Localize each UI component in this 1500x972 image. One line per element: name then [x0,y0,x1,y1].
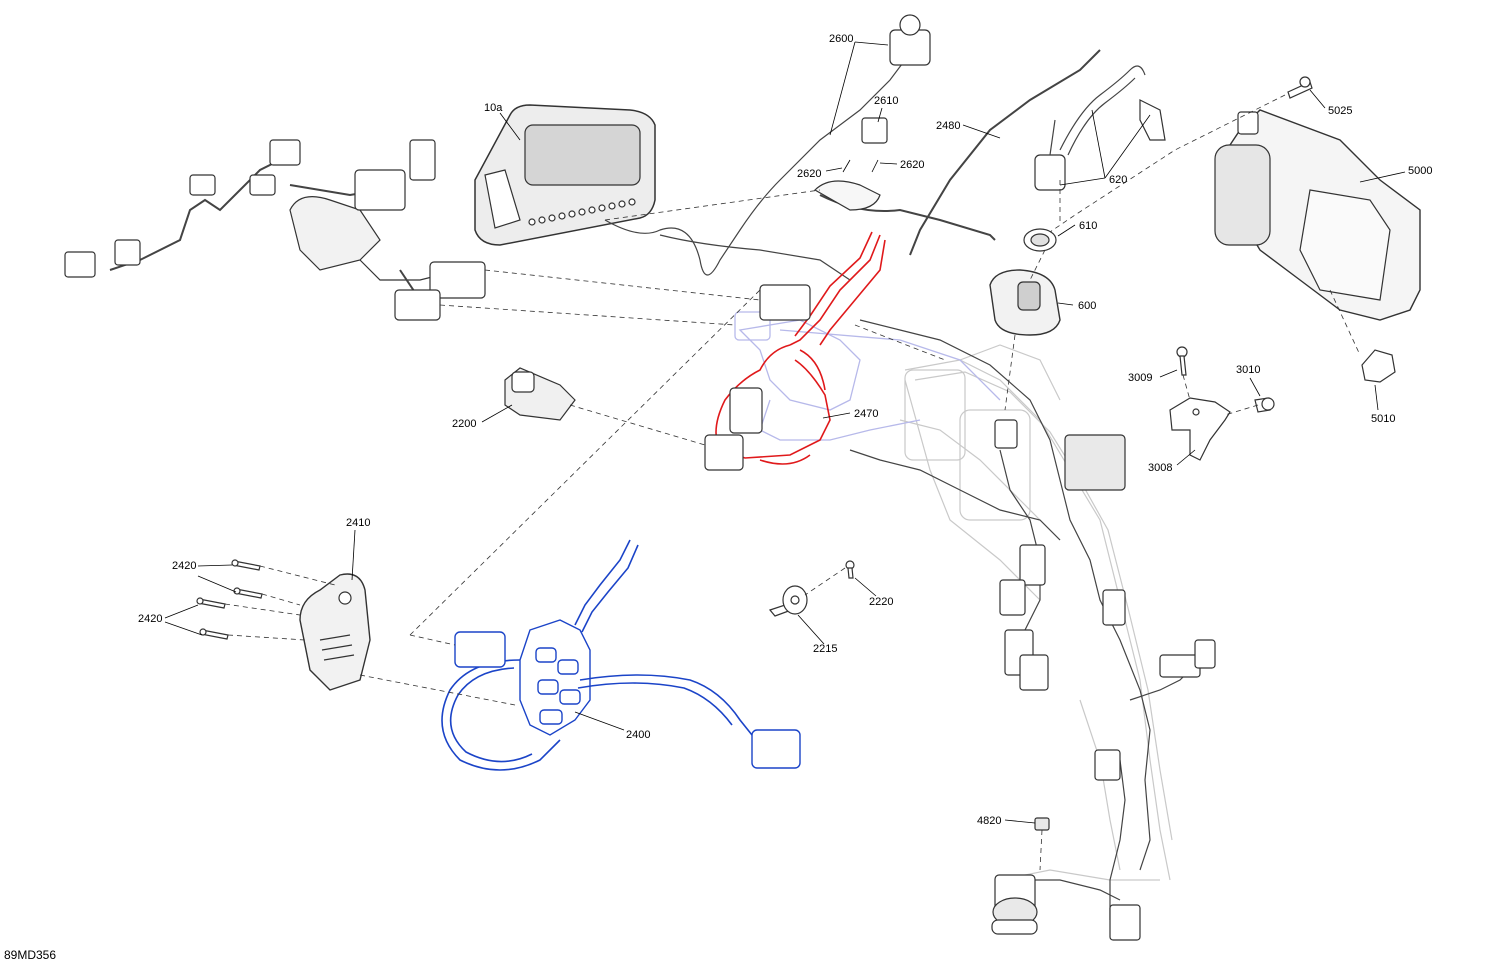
switch-button [535,647,557,663]
cluster-harness-connector [249,174,276,196]
callout-4820: 4820 [977,815,1001,827]
callout-2420-top: 2420 [172,560,196,572]
callout-5025: 5025 [1328,105,1352,117]
harness-connector [1194,639,1216,669]
bolt-3010 [1254,397,1275,413]
callout-2620-right: 2620 [900,159,924,171]
callout-2400: 2400 [626,729,650,741]
instrument-cluster [474,104,656,246]
switch-connector [751,729,801,769]
callout-2200: 2200 [452,418,476,430]
cap-5010 [1361,349,1396,383]
cluster-harness-connector [189,174,216,196]
callout-2410: 2410 [346,517,370,529]
coiled-cable-620 [1034,65,1166,191]
harness-connector [1159,654,1201,678]
connector-2470 [759,284,811,321]
harness-connector [1094,749,1121,781]
relay-bracket [991,919,1038,935]
harness-2470 [704,231,886,471]
cluster-harness-connector [269,139,301,166]
bolt-3009 [1176,346,1188,376]
callout-2470: 2470 [854,408,878,420]
ring-610 [1023,228,1057,252]
connector-2470 [729,387,763,434]
cable-2480 [814,49,1101,256]
cluster-buttons [528,198,636,226]
callout-2480: 2480 [936,120,960,132]
cluster-harness-connector [114,239,141,266]
callout-2610: 2610 [874,95,898,107]
callout-3008: 3008 [1148,462,1172,474]
switch-2400 [441,539,801,771]
callout-labels: 10a 2600 2610 2620 2620 2480 620 610 600… [138,33,1432,827]
screw-2220 [845,560,855,579]
cluster-harness-connector [394,289,441,321]
callout-600: 600 [1078,300,1096,312]
cover-2410 [299,573,371,691]
sensor-2215 [768,585,808,617]
leader-lines [164,41,1406,824]
callout-2215: 2215 [813,643,837,655]
main-harness-wires [849,319,1201,920]
callout-5000: 5000 [1408,165,1432,177]
main-harness-connectors [991,419,1216,941]
switch-button [537,679,559,695]
harness-connector [1019,654,1049,691]
cluster-harness-connector [409,139,436,181]
assembly-lines [224,94,1361,871]
switch-button [539,709,563,725]
callout-2620-left: 2620 [797,168,821,180]
callout-620: 620 [1109,174,1127,186]
harness-connector [1109,904,1141,941]
connector-2470 [704,434,744,471]
tether-clip-620 [1139,99,1166,141]
cluster-harness-connector [64,251,96,278]
cluster-harness-connector [354,169,406,211]
callout-3009: 3009 [1128,372,1152,384]
callout-3010: 3010 [1236,364,1260,376]
switch-connector [454,631,506,668]
diagram-reference-code: 89MD356 [4,948,57,962]
switch-600 [989,269,1061,336]
cluster-harness [64,139,486,321]
callout-2220: 2220 [869,596,893,608]
main-harness-ghost [899,344,1173,881]
harness-connector [994,419,1018,449]
fuse-box [1064,434,1126,491]
callout-10a: 10a [484,102,503,114]
cluster-harness-connector [429,261,486,299]
harness-connector [1019,544,1046,586]
switch-button [557,659,579,675]
callout-610: 610 [1079,220,1097,232]
bolt-5025 [1287,76,1313,99]
cable-2600 [604,14,931,281]
harness-connector [999,579,1026,616]
harness-connector [1102,589,1126,626]
nut-4820 [1034,817,1050,831]
callout-2600: 2600 [829,33,853,45]
switch-button [559,689,581,705]
callout-2420-bottom: 2420 [138,613,162,625]
ghost-switch-housing [734,311,1001,441]
callout-5010: 5010 [1371,413,1395,425]
clip-2610 [861,117,888,144]
screws-2420 [196,559,263,640]
module-5000 [1214,109,1421,321]
bracket-3008 [1169,397,1231,461]
sensor-2200 [504,367,576,421]
